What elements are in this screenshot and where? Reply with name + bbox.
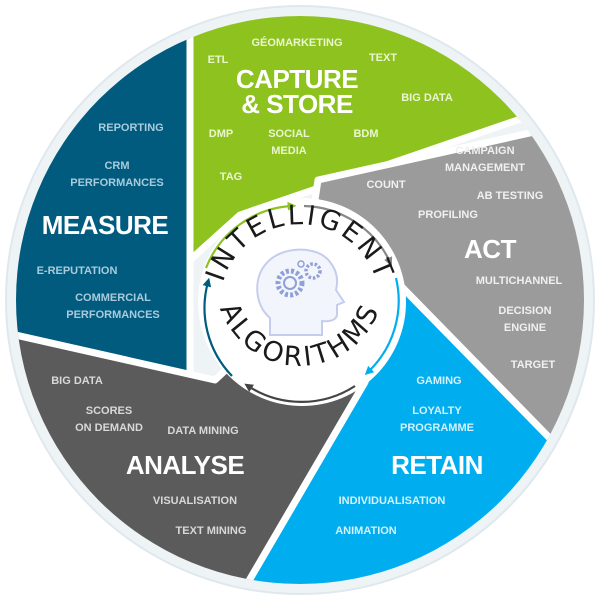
- measure-item: PERFORMANCES: [66, 309, 160, 321]
- act-item: TARGET: [511, 359, 556, 371]
- arrow-navy: [202, 277, 233, 377]
- analyse-title: ANALYSE: [126, 450, 245, 480]
- head-gears-icon: [256, 248, 346, 336]
- act-item: PROFILING: [418, 209, 478, 221]
- capture-item: DMP: [209, 128, 233, 140]
- act-item: COUNT: [366, 179, 405, 191]
- retain-item: LOYALTY: [412, 405, 462, 417]
- capture-labels: CAPTURE & STORE GÉOMARKETING ETL TEXT BI…: [208, 36, 453, 183]
- analyse-item: TEXT MINING: [176, 525, 247, 537]
- retain-title: RETAIN: [391, 450, 483, 480]
- act-item: MANAGEMENT: [445, 162, 525, 174]
- analyse-item: BIG DATA: [51, 375, 103, 387]
- act-item: MULTICHANNEL: [476, 275, 563, 287]
- analyse-item: SCORES: [86, 405, 132, 417]
- analyse-item: ON DEMAND: [75, 422, 143, 434]
- measure-item: E-REPUTATION: [37, 265, 118, 277]
- arrow-gray: [303, 204, 393, 266]
- arrow-dark: [244, 383, 356, 403]
- capture-item: GÉOMARKETING: [251, 36, 342, 49]
- act-title: ACT: [464, 234, 517, 264]
- capture-item: TEXT: [369, 52, 397, 64]
- analyse-item: DATA MINING: [167, 425, 238, 437]
- retain-item: PROGRAMME: [400, 422, 474, 434]
- analyse-item: VISUALISATION: [153, 495, 237, 507]
- retain-item: GAMING: [416, 375, 461, 387]
- capture-item: SOCIAL: [268, 128, 310, 140]
- arrow-blue: [364, 277, 400, 376]
- act-item: DECISION: [498, 305, 551, 317]
- act-labels: ACT CAMPAIGN MANAGEMENT COUNT AB TESTING…: [366, 145, 562, 371]
- act-item: ENGINE: [504, 322, 546, 334]
- retain-item: INDIVIDUALISATION: [339, 495, 446, 507]
- capture-item: BIG DATA: [401, 92, 453, 104]
- measure-item: PERFORMANCES: [70, 177, 164, 189]
- retain-labels: RETAIN GAMING LOYALTY PROGRAMME INDIVIDU…: [335, 375, 483, 537]
- cycle-arrows: [202, 201, 400, 403]
- act-item: CAMPAIGN: [455, 145, 514, 157]
- capture-item: MEDIA: [271, 145, 307, 157]
- retain-item: ANIMATION: [335, 525, 397, 537]
- capture-item: ETL: [208, 54, 229, 66]
- measure-item: CRM: [104, 160, 129, 172]
- capture-title-line2: & STORE: [241, 89, 353, 119]
- act-item: AB TESTING: [477, 190, 544, 202]
- measure-item: COMMERCIAL: [75, 292, 151, 304]
- measure-labels: MEASURE REPORTING CRM PERFORMANCES E-REP…: [37, 122, 169, 321]
- capture-item: BDM: [353, 128, 378, 140]
- capture-title: CAPTURE: [236, 64, 358, 94]
- capture-item: TAG: [220, 171, 242, 183]
- analyse-labels: ANALYSE BIG DATA SCORES ON DEMAND DATA M…: [51, 375, 246, 537]
- arrow-green: [204, 201, 297, 269]
- measure-item: REPORTING: [98, 122, 163, 134]
- measure-title: MEASURE: [42, 210, 169, 240]
